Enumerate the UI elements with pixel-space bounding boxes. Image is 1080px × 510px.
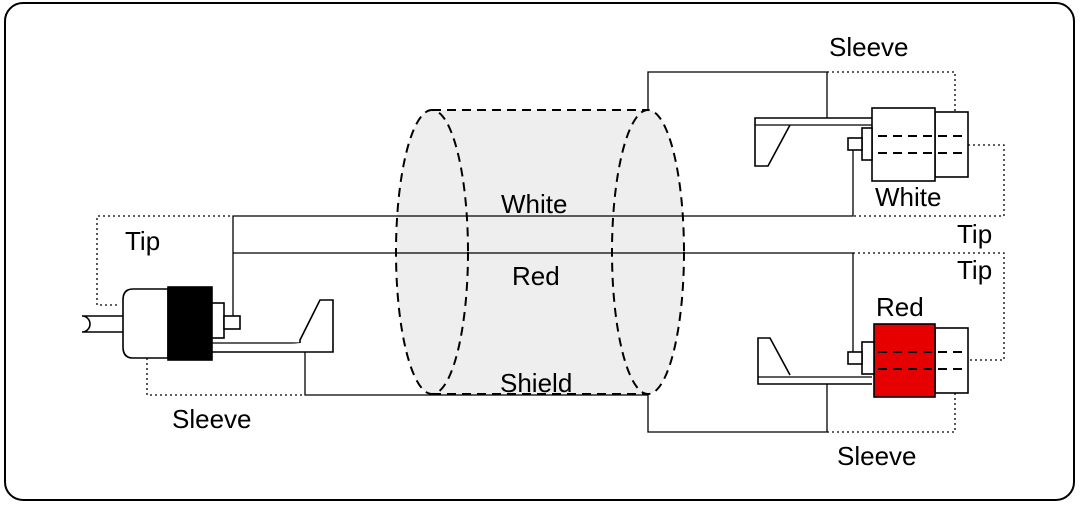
tip-bottom-right-guide — [853, 252, 1005, 361]
plug-solder-tab — [223, 315, 241, 330]
cable-right-end-fill — [612, 110, 684, 394]
cable-left-end-fill — [396, 110, 468, 394]
plug-sleeve-body — [122, 288, 169, 359]
label-sleeve-top-right: Sleeve — [829, 32, 909, 62]
plug-tip-pin — [81, 315, 128, 333]
rca-jack-white — [754, 107, 969, 182]
label-sleeve-left: Sleeve — [172, 404, 252, 434]
red-jack-body — [873, 323, 936, 398]
label-tip-top-right: Tip — [957, 219, 992, 249]
white-jack-solder-tab — [847, 137, 863, 151]
shield-wire-bottom — [304, 352, 828, 433]
label-red-wire: Red — [512, 261, 560, 291]
white-jack-body — [871, 107, 936, 182]
shield-wire-top — [647, 71, 828, 118]
sleeve-left-guide — [146, 358, 305, 396]
label-tip-left: Tip — [125, 226, 160, 256]
red-jack-ground-lug — [757, 337, 872, 385]
tip-top-right-guide — [853, 144, 1005, 217]
rca-plug-left — [81, 286, 334, 361]
label-shield: Shield — [500, 368, 572, 398]
label-sleeve-bottom-right: Sleeve — [837, 441, 917, 471]
white-jack-ground-lug — [754, 117, 872, 167]
white-jack-collar — [861, 127, 873, 161]
plug-black-band — [167, 286, 213, 361]
red-jack-rear — [934, 327, 969, 394]
cable-left-end — [395, 109, 469, 395]
label-white-wire: White — [501, 189, 567, 219]
plug-collar — [211, 302, 225, 339]
tip-left-guide — [96, 215, 233, 306]
red-jack-collar — [861, 341, 875, 375]
red-jack-solder-tab — [847, 351, 863, 365]
plug-ground-lug — [212, 299, 334, 353]
label-tip-bottom-right: Tip — [957, 255, 992, 285]
white-jack-rear — [934, 111, 969, 178]
label-red-connector: Red — [876, 292, 924, 322]
label-white-connector: White — [875, 182, 941, 212]
rca-jack-red — [757, 323, 969, 398]
